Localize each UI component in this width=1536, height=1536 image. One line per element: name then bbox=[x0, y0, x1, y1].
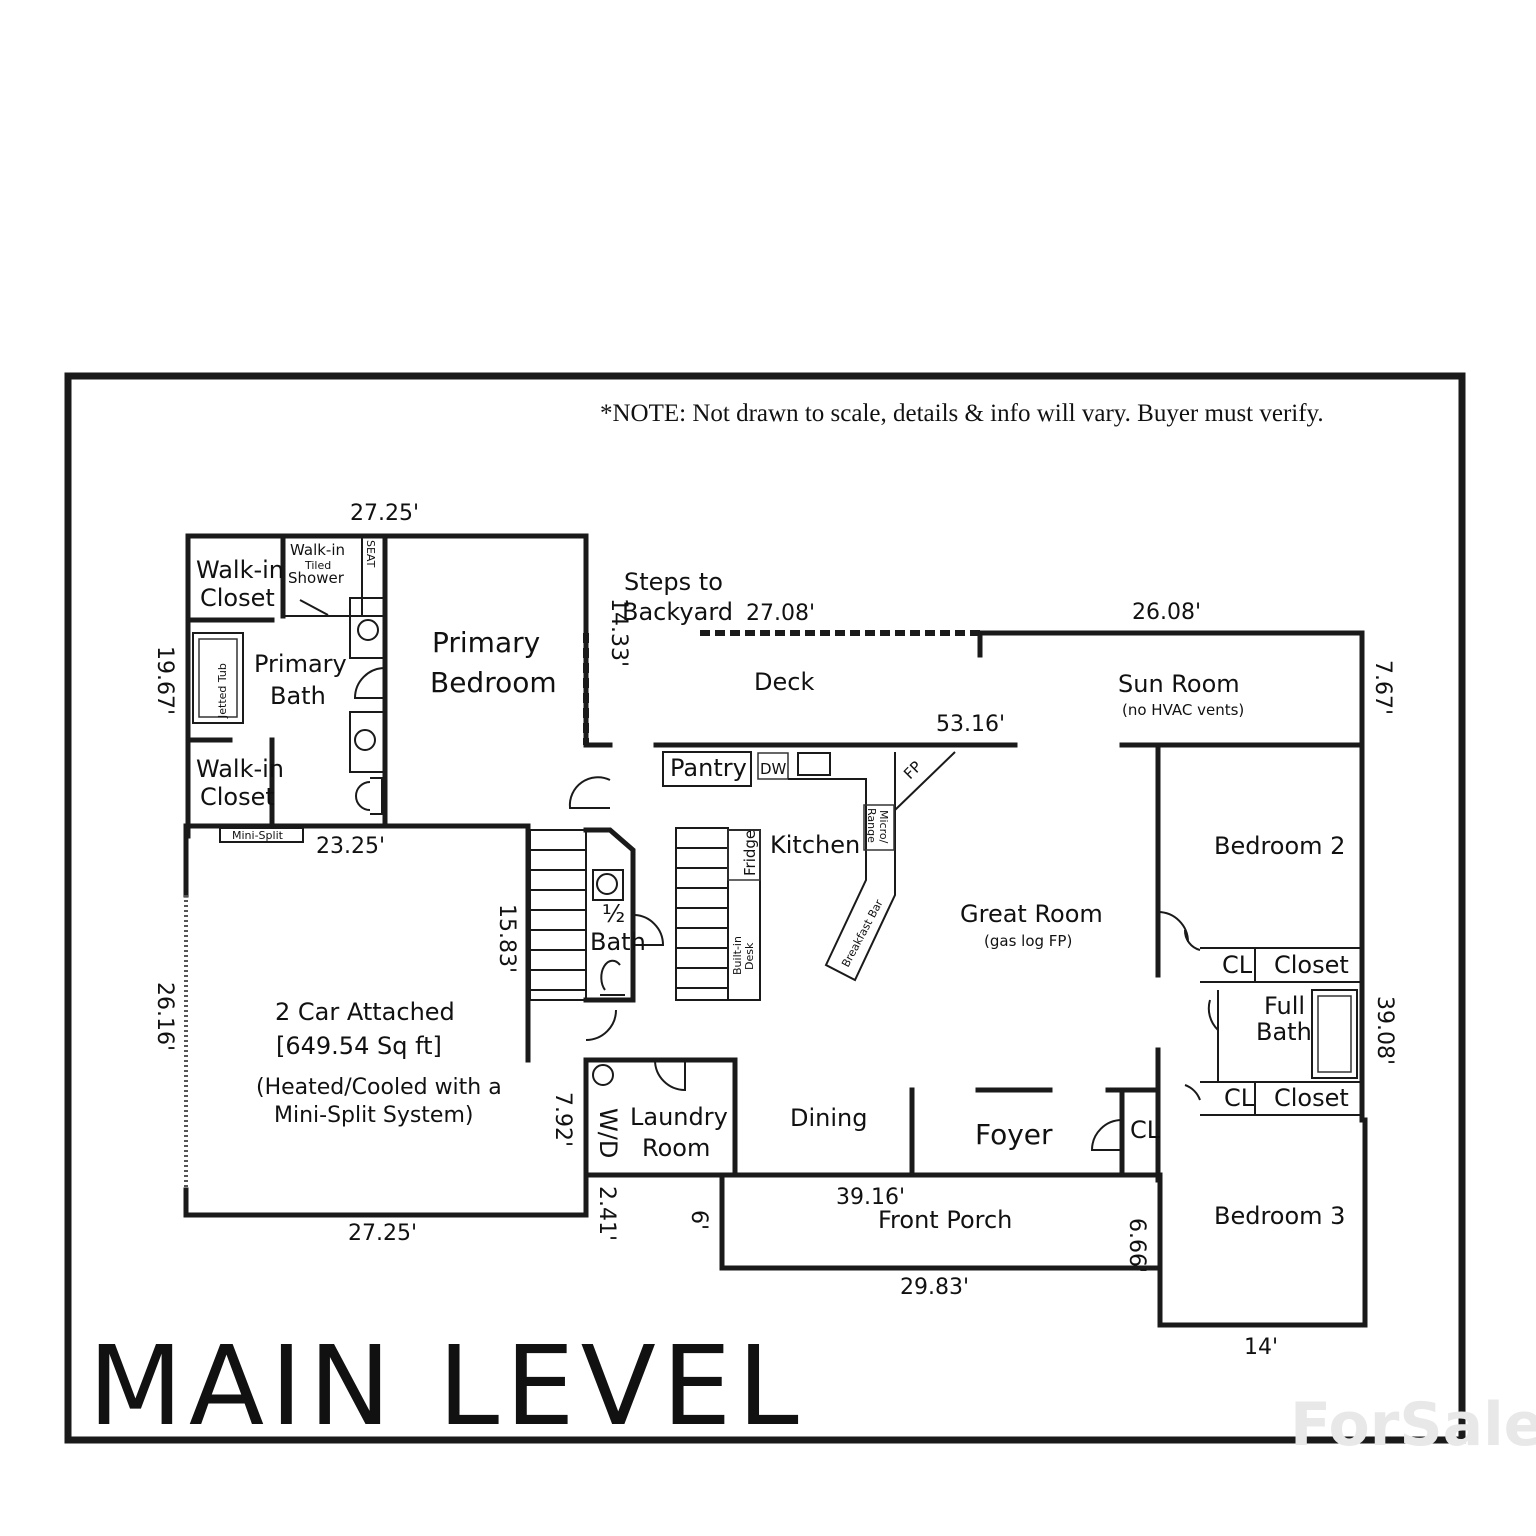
label-cl1: CL bbox=[1222, 951, 1253, 979]
dim-sun-right: 7.67' bbox=[1370, 660, 1395, 715]
label-closet2: Walk-in bbox=[196, 755, 284, 783]
dim-right-side: 39.08' bbox=[1372, 996, 1397, 1065]
label-shower: Walk-in bbox=[290, 541, 345, 559]
label-closet1: Walk-in bbox=[196, 556, 284, 584]
label-fp: FP bbox=[900, 758, 925, 783]
dim-porch-step: 2.41' bbox=[594, 1186, 619, 1241]
label-full-bath: Full bbox=[1264, 992, 1305, 1020]
label-front-porch: Front Porch bbox=[878, 1206, 1012, 1234]
label-garage: 2 Car Attached bbox=[275, 998, 455, 1026]
dim-laundry-left: 7.92' bbox=[550, 1092, 575, 1147]
label-foyer: Foyer bbox=[975, 1118, 1053, 1151]
dim-stair: 15.83' bbox=[494, 904, 519, 973]
stairs bbox=[529, 827, 729, 1001]
label-sun-room: Sun Room bbox=[1118, 670, 1240, 698]
label-garage-sqft: [649.54 Sq ft] bbox=[276, 1032, 442, 1060]
room-labels: Walk-in Closet Walk-in Tiled Shower SEAT… bbox=[196, 540, 1349, 1234]
label-half-bath: ½ bbox=[602, 900, 625, 928]
frame bbox=[64, 372, 1466, 1444]
label-half-bath-b: Bath bbox=[590, 928, 646, 956]
dim-deck-top: 27.08' bbox=[746, 601, 815, 626]
label-primary-bath-b: Bath bbox=[270, 682, 326, 710]
label-laundry-b: Room bbox=[642, 1134, 710, 1162]
note: *NOTE: Not drawn to scale, details & inf… bbox=[600, 400, 1324, 427]
label-primary-bath: Primary bbox=[254, 650, 347, 678]
label-garage-note: (Heated/Cooled with a bbox=[256, 1075, 502, 1100]
label-dining: Dining bbox=[790, 1104, 867, 1132]
label-pantry: Pantry bbox=[670, 754, 747, 782]
label-seat: SEAT bbox=[364, 540, 377, 568]
dim-primary-bottom: 23.25' bbox=[316, 834, 385, 859]
label-breakfast-bar: Breakfast Bar bbox=[839, 897, 886, 969]
label-closet1b: Closet bbox=[200, 584, 275, 612]
label-dw: DW bbox=[760, 760, 787, 778]
label-closet-b3: Closet bbox=[1274, 1084, 1349, 1112]
label-steps: Steps to bbox=[624, 568, 723, 596]
label-great-note: (gas log FP) bbox=[984, 932, 1072, 950]
label-great-room: Great Room bbox=[960, 900, 1103, 928]
dimension-labels: 27.25' 19.67' 23.25' 14.33' 27.08' 26.08… bbox=[152, 501, 1397, 1360]
label-closet2b: Closet bbox=[200, 783, 275, 811]
label-cl2: CL bbox=[1224, 1084, 1255, 1112]
label-desk: Built-in bbox=[731, 936, 744, 975]
walls bbox=[183, 533, 1368, 1328]
dim-porch-bottom: 29.83' bbox=[900, 1275, 969, 1300]
label-bedroom2: Bedroom 2 bbox=[1214, 832, 1345, 860]
label-primary-bedroom: Primary bbox=[432, 626, 540, 659]
page-title: MAIN LEVEL bbox=[88, 1322, 805, 1450]
label-fridge: Fridge bbox=[741, 830, 759, 876]
dim-garage-bottom: 27.25' bbox=[348, 1221, 417, 1246]
dim-bed3-bottom: 14' bbox=[1244, 1335, 1278, 1360]
dim-deck-left: 14.33' bbox=[606, 598, 631, 667]
label-desk-b: Desk bbox=[743, 942, 756, 970]
label-sun-note: (no HVAC vents) bbox=[1122, 701, 1244, 719]
label-bedroom3: Bedroom 3 bbox=[1214, 1202, 1345, 1230]
label-steps-b: Backyard bbox=[622, 598, 733, 626]
label-deck: Deck bbox=[754, 668, 814, 696]
dim-porch-top: 39.16' bbox=[836, 1185, 905, 1210]
dim-garage-left: 26.16' bbox=[152, 982, 177, 1051]
label-cl3: CL bbox=[1130, 1116, 1161, 1144]
label-kitchen: Kitchen bbox=[770, 831, 860, 859]
label-shower-b: Shower bbox=[288, 569, 345, 587]
dim-sun-top: 26.08' bbox=[1132, 600, 1201, 625]
label-wd: W/D bbox=[594, 1108, 622, 1158]
label-laundry: Laundry bbox=[630, 1103, 728, 1131]
label-mini-split: Mini-Split bbox=[232, 829, 284, 842]
label-garage-note-b: Mini-Split System) bbox=[274, 1103, 473, 1128]
label-closet-b2: Closet bbox=[1274, 951, 1349, 979]
watermark: ForSale bbox=[1290, 1390, 1536, 1460]
label-tub: Jetted Tub bbox=[216, 663, 229, 719]
dim-deck-bottom: 53.16' bbox=[936, 712, 1005, 737]
label-micro: Micro/ bbox=[877, 810, 890, 844]
label-shower-tiled: Tiled bbox=[304, 559, 331, 572]
dim-porch-right: 6.66' bbox=[1124, 1218, 1149, 1273]
dim-porch-left: 6' bbox=[686, 1210, 711, 1230]
label-primary-bedroom-b: Bedroom bbox=[430, 666, 557, 699]
dim-primary-left: 19.67' bbox=[152, 646, 177, 715]
label-full-bath-b: Bath bbox=[1256, 1018, 1312, 1046]
label-range: Range bbox=[865, 808, 878, 843]
dim-primary-top: 27.25' bbox=[350, 501, 419, 526]
